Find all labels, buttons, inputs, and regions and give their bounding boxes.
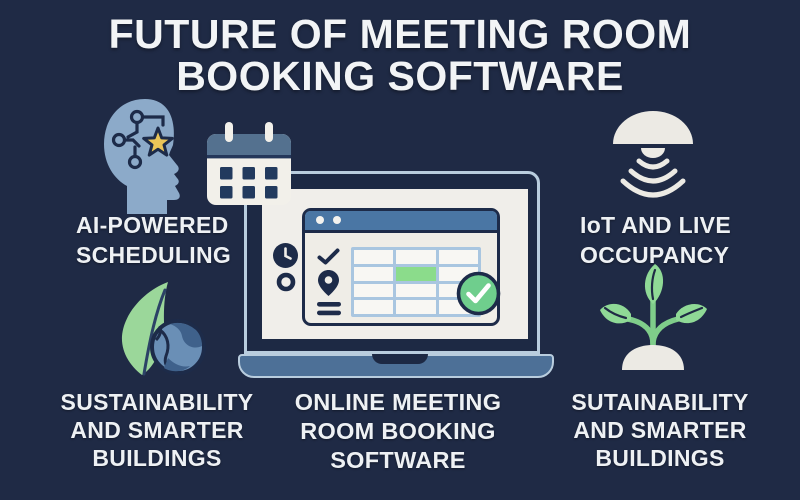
label-iot-occupancy: IoT AND LIVE OCCUPANCY <box>580 210 731 270</box>
grid-cell <box>354 250 394 264</box>
label-line: SUTAINABILITY <box>571 389 749 415</box>
confirmed-check-icon <box>456 271 501 316</box>
sprout-stems <box>625 297 681 353</box>
location-pin-icon <box>318 270 339 296</box>
label-sustainability-left: SUSTAINABILITY AND SMARTER BUILDINGS <box>50 388 264 472</box>
booking-calendar-grid <box>351 247 481 317</box>
grid-cell <box>354 300 394 314</box>
star-icon <box>142 126 174 157</box>
label-sustainability-right: SUTAINABILITY AND SMARTER BUILDINGS <box>553 388 767 472</box>
grid-cell <box>354 266 394 281</box>
title-line-1: FUTURE OF MEETING ROOM <box>108 11 692 57</box>
label-line: SCHEDULING <box>76 242 232 268</box>
label-line: OCCUPANCY <box>580 242 730 268</box>
grid-cell <box>354 283 394 298</box>
page-title: FUTURE OF MEETING ROOM BOOKING SOFTWARE <box>0 13 800 97</box>
label-ai-powered-scheduling: AI-POWERED SCHEDULING <box>76 210 231 270</box>
menu-lines-icon <box>317 302 341 316</box>
leaf-globe-icon <box>121 282 206 376</box>
label-line: ONLINE MEETING <box>294 389 502 415</box>
globe-icon <box>150 319 206 375</box>
sprout-icon <box>600 264 707 370</box>
window-dot-icon <box>333 216 341 224</box>
checkmark-icon <box>317 248 340 265</box>
booking-app-window <box>302 208 501 326</box>
title-line-2: BOOKING SOFTWARE <box>176 53 624 99</box>
label-line: AND SMARTER <box>70 417 244 443</box>
label-line: BUILDINGS <box>92 445 222 471</box>
iot-sensor-icon <box>613 111 693 198</box>
laptop-notch <box>372 354 428 364</box>
label-line: IoT AND LIVE <box>580 212 731 238</box>
booked-slot-cell <box>396 266 436 281</box>
grid-cell <box>396 300 436 314</box>
label-line: BUILDINGS <box>595 445 725 471</box>
label-line: SOFTWARE <box>330 447 466 473</box>
app-titlebar <box>305 211 497 233</box>
label-line: SUSTAINABILITY <box>60 389 254 415</box>
calendar-icon <box>207 122 291 205</box>
grid-cell <box>396 283 436 298</box>
grid-cell <box>396 250 436 264</box>
label-line: AI-POWERED <box>76 212 229 238</box>
circle-outline-icon <box>276 272 296 292</box>
soil-mound <box>622 345 684 370</box>
label-line: AND SMARTER <box>573 417 747 443</box>
label-line: ROOM BOOKING <box>300 418 496 444</box>
grid-cell <box>438 250 478 264</box>
window-dot-icon <box>316 216 324 224</box>
signal-waves-icon <box>620 158 686 198</box>
clock-icon <box>273 243 298 268</box>
calendar-date-squares <box>220 167 278 199</box>
circuit-lines-icon <box>111 109 165 170</box>
ai-head-icon <box>104 99 180 214</box>
label-online-booking-software: ONLINE MEETING ROOM BOOKING SOFTWARE <box>287 388 509 475</box>
